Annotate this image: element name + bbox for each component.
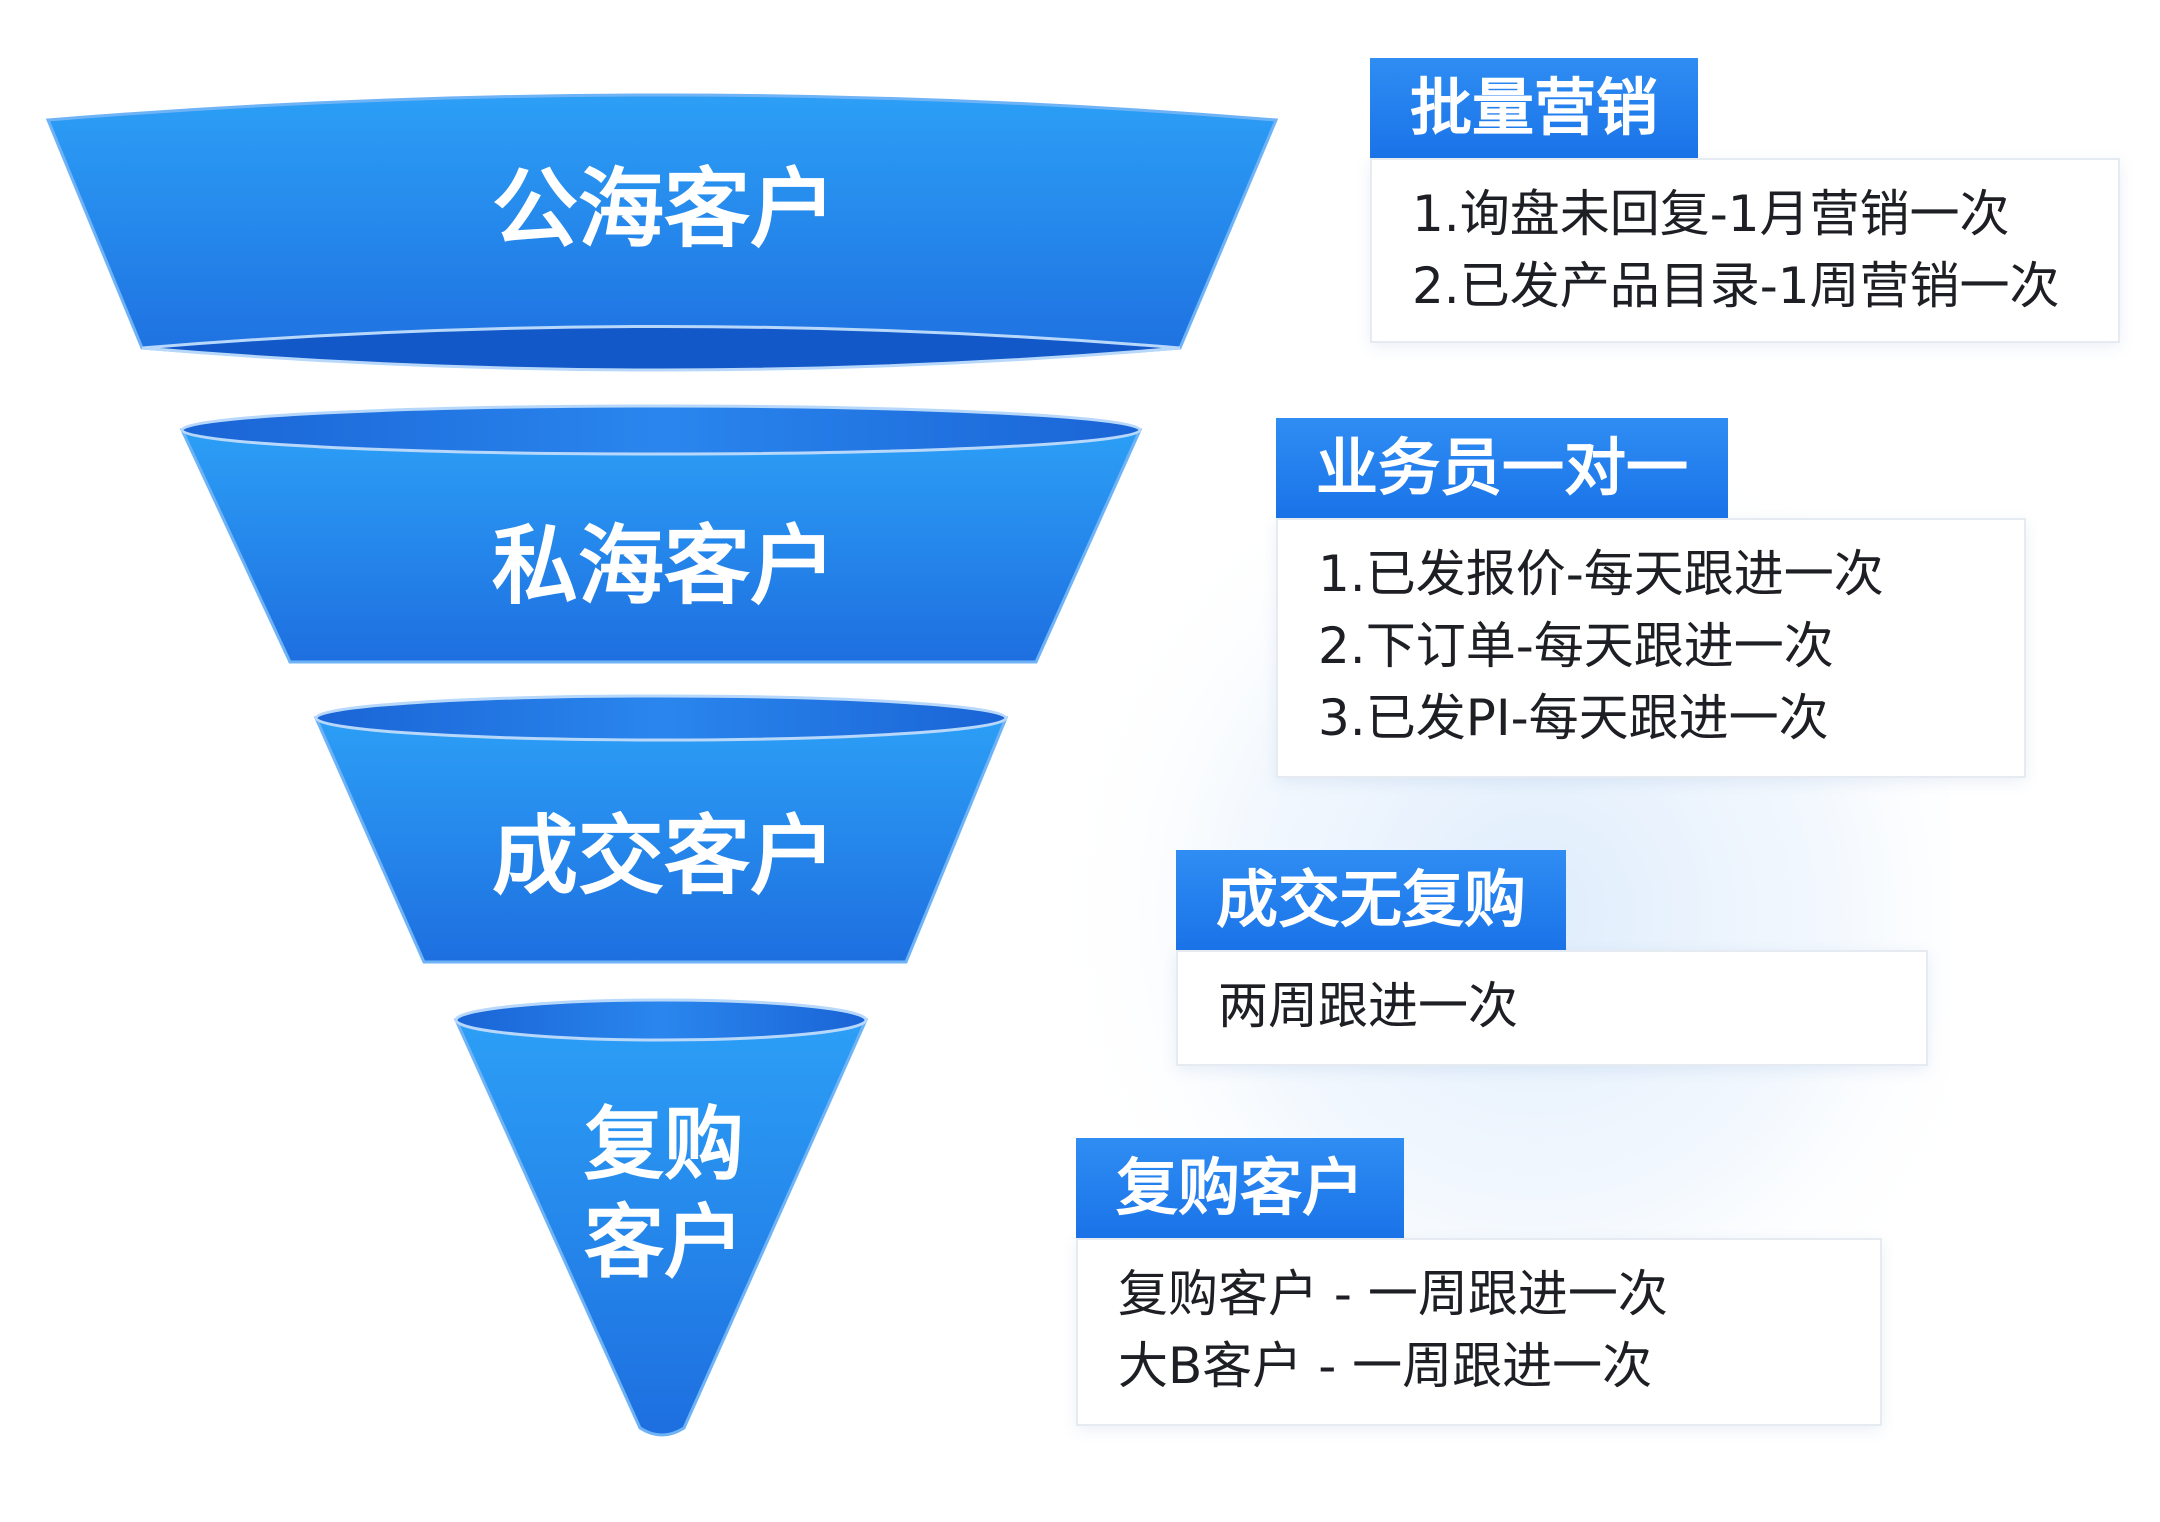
panel-1-line-1: 1.询盘未回复-1月营销一次 <box>1412 185 2010 243</box>
stage-label-1: 公海客户 <box>492 159 836 259</box>
panel-title-3: 成交无复购 <box>1176 850 1567 950</box>
panel-body-2: 1.已发报价-每天跟进一次 2.下订单-每天跟进一次 3.已发PI-每天跟进一次 <box>1276 518 2026 778</box>
panel-body-3: 两周跟进一次 <box>1176 950 1928 1066</box>
funnel-segment-2: 私海客户 <box>179 404 1143 664</box>
panel-title-1: 批量营销 <box>1370 58 1699 158</box>
panel-repurchase-customers: 复购客户 复购客户 - 一周跟进一次 大B客户 - 一周跟进一次 <box>1076 1138 1882 1426</box>
panel-2-line-2: 2.下订单-每天跟进一次 <box>1318 617 1834 675</box>
stage-label-2: 私海客户 <box>492 516 836 616</box>
stage-label-4-line1: 复购 <box>584 1098 744 1191</box>
panel-3-line-1: 两周跟进一次 <box>1218 977 1518 1035</box>
panel-1-line-2: 2.已发产品目录-1周营销一次 <box>1412 257 2060 315</box>
stage-label-4-line2: 客户 <box>584 1196 744 1289</box>
stage-label-3: 成交客户 <box>492 806 836 906</box>
funnel-segment-1: 公海客户 <box>45 93 1279 372</box>
funnel-segment-3: 成交客户 <box>313 694 1009 964</box>
panel-body-1: 1.询盘未回复-1月营销一次 2.已发产品目录-1周营销一次 <box>1370 158 2120 343</box>
panel-title-2: 业务员一对一 <box>1276 418 1729 518</box>
panel-one-to-one: 业务员一对一 1.已发报价-每天跟进一次 2.下订单-每天跟进一次 3.已发PI… <box>1276 418 2026 778</box>
panel-no-repurchase: 成交无复购 两周跟进一次 <box>1176 850 1928 1066</box>
panel-title-4: 复购客户 <box>1076 1138 1405 1238</box>
panel-4-line-2: 大B客户 - 一周跟进一次 <box>1118 1337 1653 1395</box>
panel-2-line-1: 1.已发报价-每天跟进一次 <box>1318 545 1884 603</box>
panel-batch-marketing: 批量营销 1.询盘未回复-1月营销一次 2.已发产品目录-1周营销一次 <box>1370 58 2120 343</box>
panel-2-line-3: 3.已发PI-每天跟进一次 <box>1318 689 1829 747</box>
funnel-segment-4: 复购 客户 <box>453 998 869 1437</box>
panel-4-line-1: 复购客户 - 一周跟进一次 <box>1118 1265 1668 1323</box>
panel-body-4: 复购客户 - 一周跟进一次 大B客户 - 一周跟进一次 <box>1076 1238 1882 1426</box>
